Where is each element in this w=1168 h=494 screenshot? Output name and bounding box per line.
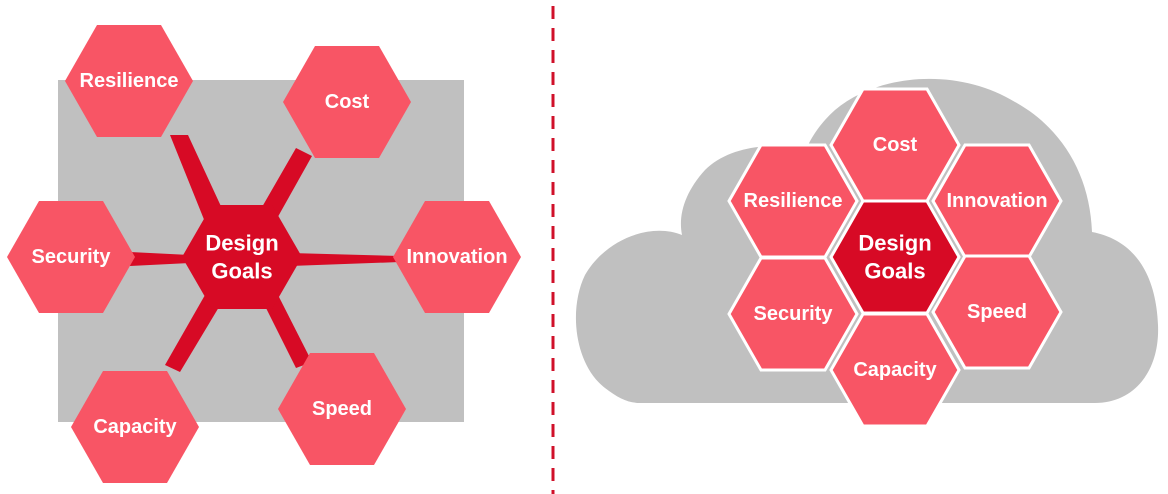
label-security: Security: [32, 246, 112, 268]
connector-speed: [262, 295, 312, 368]
hex-right-capacity: Capacity: [829, 312, 961, 428]
label-right-center-line1: Design: [858, 231, 931, 256]
hex-speed: Speed: [278, 353, 406, 465]
connector-innovation: [290, 253, 400, 266]
hex-capacity: Capacity: [71, 371, 199, 483]
label-speed: Speed: [312, 398, 372, 420]
hex-right-design-goals-center: Design Goals: [829, 199, 961, 315]
label-right-cost: Cost: [873, 134, 918, 156]
label-right-speed: Speed: [967, 301, 1027, 323]
right-diagram: Cost Resilience Innovation Security Spee…: [575, 78, 1159, 428]
connector-security: [130, 252, 190, 266]
hex-innovation: Innovation: [393, 201, 521, 313]
label-right-capacity: Capacity: [853, 359, 937, 381]
label-right-resilience: Resilience: [744, 190, 843, 212]
label-right-innovation: Innovation: [946, 190, 1047, 212]
label-right-center-line2: Goals: [864, 259, 925, 284]
connectors: [130, 135, 400, 372]
label-capacity: Capacity: [93, 416, 177, 438]
hex-right-innovation: Innovation: [931, 143, 1063, 259]
hex-right-security: Security: [727, 256, 859, 372]
hex-design-goals-center: Design Goals: [182, 205, 302, 309]
hex-right-resilience: Resilience: [727, 143, 859, 259]
left-diagram: Resilience Cost Security Innovation Capa…: [7, 25, 521, 483]
hex-security: Security: [7, 201, 135, 313]
label-innovation: Innovation: [406, 246, 507, 268]
hex-resilience: Resilience: [65, 25, 193, 137]
label-center-line1: Design: [205, 231, 278, 256]
label-cost: Cost: [325, 91, 370, 113]
label-center-line2: Goals: [211, 259, 272, 284]
connector-resilience: [170, 135, 225, 222]
hex-right-speed: Speed: [931, 254, 1063, 370]
hex-cost: Cost: [283, 46, 411, 158]
connector-capacity: [165, 295, 222, 372]
connector-cost: [258, 148, 312, 222]
label-resilience: Resilience: [80, 70, 179, 92]
label-right-security: Security: [754, 303, 834, 325]
